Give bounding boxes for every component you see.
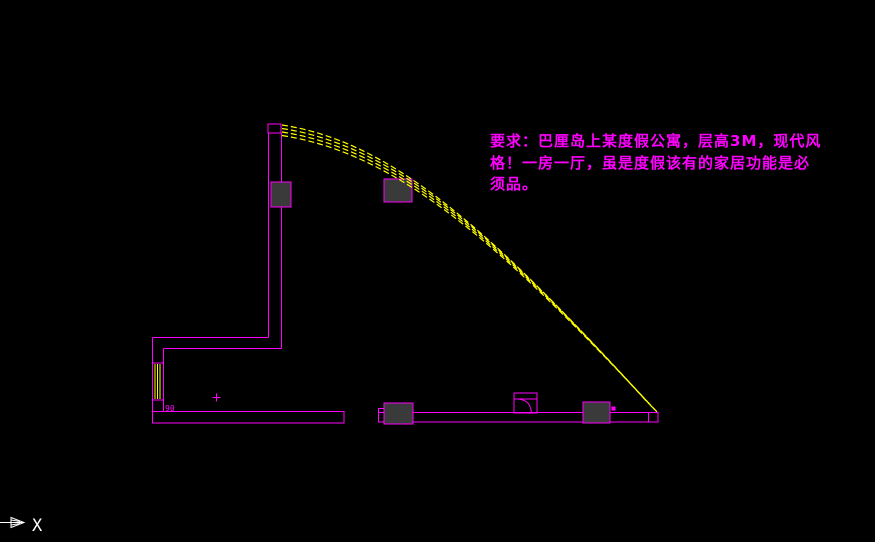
requirement-note-line: 格！一房一厅，虽是度假该有的家居功能是必 [490, 153, 811, 172]
curve-line-3 [281, 131, 656, 411]
wall-top-cap [267, 123, 282, 134]
door-frame [513, 392, 538, 414]
requirement-note: 要求：巴厘岛上某度假公寓，层高3M，现代风 格！一房一厅，虽是度假该有的家居功能… [490, 131, 862, 196]
window-frame [152, 362, 164, 401]
wall-lines [152, 123, 659, 424]
wall-band-right [378, 412, 659, 423]
door-symbol [513, 392, 538, 414]
x-axis-arrow-icon [0, 516, 26, 529]
column-top-left [270, 181, 292, 208]
column-bottom-left [383, 402, 414, 425]
columns [270, 178, 611, 425]
door-swing-arc [517, 398, 532, 413]
point-marker-dot [611, 406, 616, 411]
window [152, 362, 164, 401]
requirement-note-line: 须品。 [490, 175, 539, 193]
curve-line-4 [281, 134, 659, 414]
x-axis-label: X [32, 516, 43, 536]
column-top-middle [383, 178, 413, 203]
wall-band-left [152, 411, 345, 424]
column-bottom-right [582, 401, 611, 424]
requirement-note-line: 要求：巴厘岛上某度假公寓，层高3M，现代风 [490, 132, 822, 150]
curved-facade-lines [281, 124, 659, 414]
dimension-label: 90 [165, 404, 175, 413]
point-marker-cross [212, 393, 221, 402]
